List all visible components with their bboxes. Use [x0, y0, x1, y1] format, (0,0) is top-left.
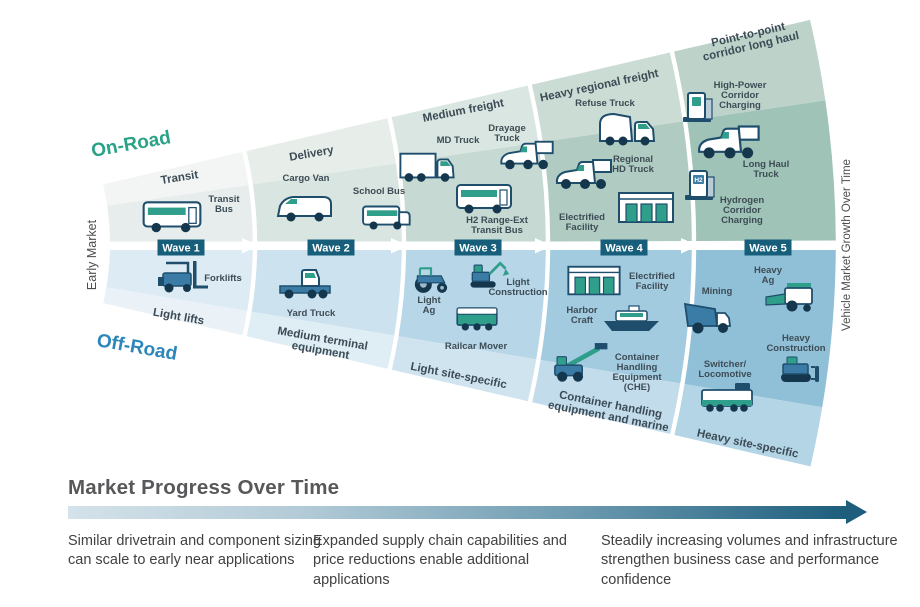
item-label-yard-truck: Yard Truck [287, 308, 336, 319]
transit-bus-icon [142, 201, 202, 233]
wave-badge-2: Wave 2 [307, 239, 355, 256]
wave-badge-3: Wave 3 [454, 239, 502, 256]
on-road-rim-wave4 [531, 52, 683, 142]
light-construction-icon [470, 261, 510, 288]
rim-label-transit: Transit [160, 169, 199, 187]
item-label-forklifts: Forklifts [204, 273, 241, 284]
container-handling-equipment-che-icon [554, 343, 608, 382]
school-bus-icon [362, 205, 411, 230]
item-label-mining: Mining [702, 286, 733, 297]
early-market-label: Early Market [85, 219, 99, 290]
forklifts-icon [158, 261, 208, 293]
item-label-switcher-locomotive: Switcher/Locomotive [698, 359, 751, 380]
wave-badge-1: Wave 1 [157, 239, 205, 256]
item-label-school-bus: School Bus [353, 186, 405, 197]
note-wave-late: Steadily increasing volumes and infrastr… [601, 533, 898, 588]
hydrogen-corridor-charging-icon: H2 [685, 170, 715, 200]
arrowhead-icon [846, 500, 867, 524]
svg-text:Wave 3: Wave 3 [459, 243, 497, 255]
item-label-refuse-truck: Refuse Truck [575, 98, 635, 109]
heavy-ag-icon [765, 283, 813, 312]
timeline-arrow-icon-1 [242, 238, 259, 254]
yard-truck-icon [279, 269, 331, 299]
progress-arrow [68, 500, 867, 524]
timeline-arrow-icon-4 [681, 238, 698, 254]
svg-text:Wave 5: Wave 5 [749, 243, 787, 255]
off-road-rim-wave1 [103, 287, 248, 336]
drayage-truck-icon [500, 140, 554, 170]
railcar-mover-icon [456, 307, 498, 331]
on-road-rim-wave5 [674, 19, 826, 121]
high-power-corridor-charging-icon [683, 92, 713, 122]
refuse-truck-icon [599, 112, 656, 146]
svg-text:H2: H2 [694, 177, 703, 184]
off-road-rim-wave4 [532, 360, 681, 435]
cargo-van-icon [276, 196, 332, 222]
note-wave-early: Similar drivetrain and component sizing … [68, 533, 322, 569]
note-wave-mid: Expanded supply chain capabilities and p… [313, 533, 567, 588]
footer-section: Market Progress Over Time Similar drivet… [0, 468, 920, 607]
electrified-facility-icon [618, 192, 674, 223]
on-road-label: On-Road [90, 127, 173, 162]
harbor-craft-icon [604, 305, 659, 331]
growth-axis-label: Vehicle Market Growth Over Time [841, 159, 853, 331]
item-label-railcar-mover: Railcar Mover [445, 341, 508, 352]
mining-icon [683, 302, 732, 334]
md-truck-icon [399, 152, 455, 182]
item-label-cargo-van: Cargo Van [283, 173, 330, 184]
timeline-arrow-icon-2 [391, 238, 408, 254]
heavy-construction-icon [781, 356, 819, 382]
regional-hd-truck-icon [555, 159, 612, 189]
on-road-rim-wave2 [246, 118, 396, 185]
timeline-arrow-icon-3 [535, 238, 552, 254]
svg-text:Wave 1: Wave 1 [162, 243, 200, 255]
svg-text:Wave 4: Wave 4 [605, 243, 643, 255]
h2-range-ext-transit-bus-icon [456, 184, 512, 214]
on-road-rim-wave1 [103, 152, 249, 206]
off-road-label: Off-Road [95, 330, 179, 365]
off-road-rim-wave3 [391, 336, 537, 402]
wave-badge-5: Wave 5 [744, 239, 792, 256]
off-road-tile-wave3 [398, 245, 546, 360]
on-road-rim-wave3 [391, 85, 539, 163]
wave-badge-4: Wave 4 [600, 239, 648, 256]
svg-text:Wave 2: Wave 2 [312, 243, 350, 255]
footer-heading: Market Progress Over Time [68, 476, 340, 499]
item-label-md-truck: MD Truck [437, 135, 480, 146]
off-road-rim-wave2 [246, 311, 395, 369]
market-waves-diagram: Wave 1 Wave 2 Wave 3 Wave 4 Wave 5 TransitLig… [85, 19, 853, 467]
switcher-locomotive-icon [701, 383, 753, 412]
electrified-facility-icon [567, 265, 621, 296]
light-ag-icon [414, 267, 448, 293]
long-haul-truck-icon [697, 125, 760, 159]
